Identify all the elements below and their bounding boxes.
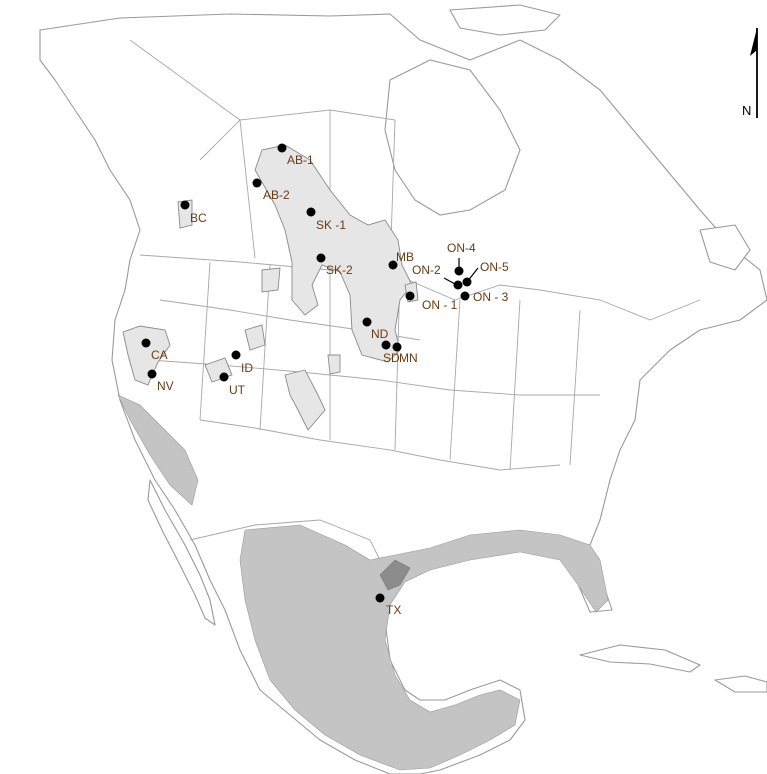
site-marker-sd (381, 340, 391, 350)
site-marker-on5 (462, 277, 472, 287)
site-label-on1: ON - 1 (422, 298, 458, 312)
cuba (579, 644, 701, 673)
site-label-sk1: SK -1 (316, 218, 346, 232)
site-label-on2: ON-2 (412, 263, 441, 277)
site-label-tx: TX (386, 603, 401, 617)
site-markers (141, 143, 472, 603)
site-label-bc: BC (190, 211, 207, 225)
site-label-ab2: AB-2 (263, 188, 290, 202)
site-marker-bc (180, 200, 190, 210)
site-label-on4: ON-4 (447, 241, 476, 255)
site-marker-ab1 (277, 143, 287, 153)
site-label-nd: ND (371, 327, 389, 341)
site-marker-id (231, 350, 241, 360)
north-arrow-label: N (742, 103, 751, 118)
newfoundland (699, 224, 751, 271)
breeding-range-mt (261, 267, 281, 293)
site-marker-ab2 (252, 178, 262, 188)
breeding-range-ne (327, 354, 341, 375)
site-marker-nv (147, 369, 157, 379)
site-marker-sk1 (306, 207, 316, 217)
baja-california (147, 479, 216, 626)
site-label-sd: SD (383, 351, 400, 365)
overlap-range-texas-coast (379, 559, 411, 591)
nonbreeding-range-pacific (117, 394, 199, 506)
breeding-range-ca-nv (122, 325, 171, 386)
site-marker-nd (362, 317, 372, 327)
site-label-ut: UT (229, 383, 246, 397)
nonbreeding-range-mexico (239, 524, 609, 771)
site-marker-ut (219, 372, 229, 382)
site-label-sk2: SK-2 (326, 263, 353, 277)
site-marker-tx (375, 593, 385, 603)
site-marker-ca (141, 338, 151, 348)
site-marker-sk2 (316, 253, 326, 263)
site-label-ca: CA (151, 348, 168, 362)
north-arrow: N (742, 28, 758, 118)
site-label-on3: ON - 3 (473, 290, 509, 304)
site-marker-mn (392, 342, 402, 352)
arctic-islands (449, 4, 561, 36)
site-label-mb: MB (396, 250, 414, 264)
site-label-nv: NV (157, 379, 174, 393)
breeding-range-prairie (254, 144, 413, 363)
site-label-id: ID (241, 361, 253, 375)
site-label-mn: MN (399, 351, 418, 365)
breeding-range-id (244, 324, 266, 351)
site-marker-mb (388, 260, 398, 270)
site-marker-on2 (453, 280, 463, 290)
breeding-range-co (284, 369, 326, 431)
site-label-ab1: AB-1 (287, 153, 314, 167)
site-label-on5: ON-5 (480, 260, 509, 274)
site-marker-on1 (405, 291, 415, 301)
site-labels: AB-1 AB-2 BC SK -1 SK-2 MB ON - 1 ON-2 O… (151, 153, 509, 617)
hispaniola (714, 675, 767, 693)
site-marker-on3 (460, 291, 470, 301)
site-marker-on4 (454, 266, 464, 276)
